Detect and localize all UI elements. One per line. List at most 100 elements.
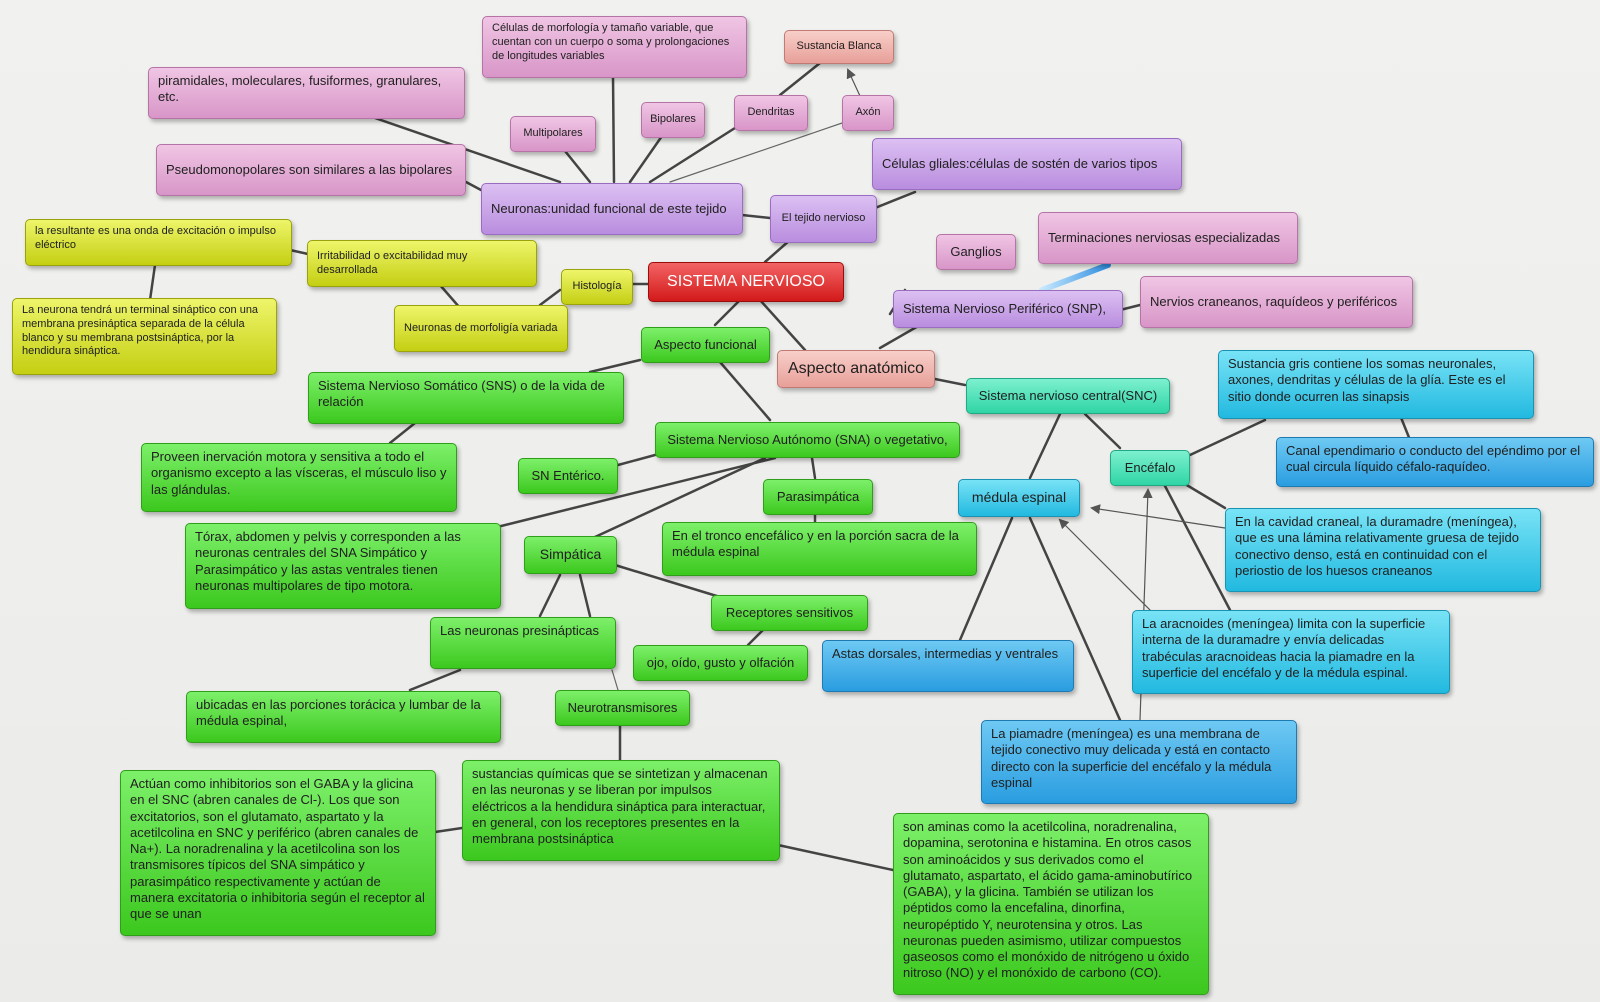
node-tronco-encefalico[interactable]: En el tronco encefálico y en la porción …	[662, 522, 977, 576]
link-simpatica-presinapticas1	[538, 573, 562, 618]
node-sustancias-quimicas[interactable]: sustancias químicas que se sintetizan y …	[462, 760, 780, 861]
node-text: médula espinal	[971, 489, 1067, 506]
node-text: Sistema Nervioso Somático (SNS) o de la …	[318, 378, 605, 410]
node-axon[interactable]: Axón	[842, 95, 894, 131]
node-inhibitorios[interactable]: Actúan como inhibitorios son el GABA y l…	[120, 770, 436, 936]
node-ganglios[interactable]: Ganglios	[936, 234, 1016, 270]
link-encefalo-gris	[1188, 418, 1267, 457]
node-celulas-gliales[interactable]: Células gliales:células de sostén de var…	[872, 138, 1182, 190]
node-text: Neuronas de morfoligía variada	[404, 321, 558, 334]
node-dendritas[interactable]: Dendritas	[734, 95, 808, 131]
link-neuronas-dendritas	[648, 126, 737, 184]
arrow-aracnoides-medula	[1058, 518, 1161, 621]
node-neurotransmisores[interactable]: Neurotransmisores	[555, 690, 690, 726]
node-parasimpatica[interactable]: Parasimpática	[763, 479, 873, 515]
node-text: son aminas como la acetilcolina, noradre…	[903, 819, 1193, 981]
node-aspecto-funcional[interactable]: Aspecto funcional	[641, 327, 770, 363]
link-tejido-gliales	[868, 190, 917, 212]
node-canal-ependimario[interactable]: Canal ependimario o conducto del epéndim…	[1276, 437, 1594, 487]
node-aspecto-anatomico[interactable]: Aspecto anatómico	[777, 350, 935, 388]
node-piramidales[interactable]: piramidales, moleculares, fusiformes, gr…	[148, 67, 465, 119]
link-simpatica-presinapticas2	[578, 573, 592, 618]
node-sustancia-blanca[interactable]: Sustancia Blanca	[784, 30, 894, 64]
node-sustancia-gris[interactable]: Sustancia gris contiene los somas neuron…	[1218, 350, 1534, 419]
node-text: Receptores sensitivos	[725, 604, 854, 620]
central-title-text: SISTEMA NERVIOSO	[667, 273, 825, 290]
node-bipolares[interactable]: Bipolares	[641, 102, 705, 138]
node-aminas[interactable]: son aminas como la acetilcolina, noradre…	[893, 813, 1209, 995]
node-sna[interactable]: Sistema Nervioso Autónomo (SNA) o vegeta…	[655, 422, 960, 458]
link-central-anatomico	[758, 298, 807, 352]
node-snc[interactable]: Sistema nervioso central(SNC)	[966, 378, 1170, 414]
node-text: La neurona tendrá un terminal sináptico …	[22, 304, 259, 358]
node-receptores[interactable]: Receptores sensitivos	[711, 595, 868, 631]
link-simpatica-receptores	[613, 563, 722, 599]
node-astas[interactable]: Astas dorsales, intermedias y ventrales	[822, 640, 1074, 692]
node-presinapticas[interactable]: Las neuronas presinápticas	[430, 617, 616, 669]
node-sns[interactable]: Sistema Nervioso Somático (SNS) o de la …	[308, 372, 624, 424]
node-morfologia-variada[interactable]: Neuronas de morfoligía variada	[394, 305, 568, 352]
node-text: Aspecto funcional	[654, 336, 757, 352]
node-aracnoides[interactable]: La aracnoides (meníngea) limita con la s…	[1132, 610, 1450, 694]
link-medula-astas	[958, 516, 1014, 642]
node-torax[interactable]: Tórax, abdomen y pelvis y corresponden a…	[185, 523, 501, 609]
link-gris-canal	[1398, 413, 1412, 442]
link-anatomico-snp	[878, 323, 922, 350]
node-text: Ganglios	[950, 243, 1002, 259]
node-text: Células de morfología y tamaño variable,…	[492, 22, 730, 62]
node-text: Canal ependimario o conducto del epéndim…	[1286, 443, 1581, 475]
node-encefalo[interactable]: Encéfalo	[1110, 450, 1190, 486]
node-snp[interactable]: Sistema Nervioso Periférico (SNP),	[893, 290, 1123, 328]
link-sna-enterico	[616, 453, 657, 467]
link-sna-parasimpatica	[810, 456, 817, 480]
node-celulas-morfologia[interactable]: Células de morfología y tamaño variable,…	[482, 16, 747, 78]
link-neuronas-multipolares	[563, 149, 592, 184]
node-text: ubicadas en las porciones torácica y lum…	[196, 697, 481, 729]
link-funcional-sna	[718, 360, 772, 422]
link-funcional-sns	[588, 358, 642, 374]
node-text: La piamadre (meníngea) es una membrana d…	[991, 726, 1272, 790]
link-sna-simpatica	[593, 456, 767, 539]
node-onda-excitacion[interactable]: la resultante es una onda de excitación …	[25, 219, 292, 266]
node-central-title[interactable]: SISTEMA NERVIOSO	[648, 262, 844, 302]
link-encefalo-aracnoides	[1163, 484, 1232, 612]
node-text: Actúan como inhibitorios son el GABA y l…	[130, 776, 425, 921]
node-piamadre[interactable]: La piamadre (meníngea) es una membrana d…	[981, 720, 1297, 804]
link-presinapticas-ubicadas	[408, 668, 462, 692]
node-text: Astas dorsales, intermedias y ventrales	[832, 646, 1059, 661]
node-text: Axón	[855, 106, 881, 119]
node-tejido-nervioso[interactable]: El tejido nervioso	[770, 195, 877, 243]
node-multipolares[interactable]: Multipolares	[510, 116, 596, 152]
link-sustancias-inhibitorios	[433, 826, 464, 834]
node-irritabilidad[interactable]: Irritabilidad o excitabilidad muy desarr…	[307, 240, 537, 287]
node-sn-enterico[interactable]: SN Entérico.	[518, 458, 618, 494]
node-histologia[interactable]: Histología	[561, 269, 633, 305]
link-neuronas-pseudo	[464, 180, 483, 192]
node-inervacion[interactable]: Proveen inervación motora y sensitiva a …	[141, 443, 457, 512]
node-text: Las neuronas presinápticas	[440, 623, 599, 638]
node-medula-espinal[interactable]: médula espinal	[958, 479, 1080, 517]
highlight-stroke	[1039, 262, 1111, 293]
link-neuronas-piramidales	[373, 116, 562, 184]
link-tejido-neuronas	[740, 213, 772, 220]
node-duramadre[interactable]: En la cavidad craneal, la duramadre (men…	[1225, 508, 1541, 592]
node-text: Neurotransmisores	[567, 699, 678, 715]
node-terminaciones[interactable]: Terminaciones nerviosas especializadas	[1038, 212, 1298, 264]
node-text: SN Entérico.	[531, 467, 605, 483]
node-text: Sustancia gris contiene los somas neuron…	[1228, 356, 1506, 404]
link-axon-sustancia	[846, 68, 861, 97]
node-text: Proveen inervación motora y sensitiva a …	[151, 449, 447, 497]
link-anatomico-snc	[928, 376, 967, 387]
node-ubicadas[interactable]: ubicadas en las porciones torácica y lum…	[186, 691, 501, 743]
link-histologia-irritabilidad	[538, 288, 562, 307]
node-nervios-craneanos[interactable]: Nervios craneanos, raquídeos y periféric…	[1140, 276, 1413, 328]
node-neuronas-unidad[interactable]: Neuronas:unidad funcional de este tejido	[481, 183, 743, 235]
node-simpatica[interactable]: Simpática	[524, 536, 617, 574]
node-pseudomonopolares[interactable]: Pseudomonopolares son similares a las bi…	[156, 144, 466, 196]
node-text: En el tronco encefálico y en la porción …	[672, 528, 959, 560]
node-ojo-oido[interactable]: ojo, oído, gusto y olfación	[633, 645, 808, 681]
node-terminal-sinaptico[interactable]: La neurona tendrá un terminal sináptico …	[12, 298, 277, 375]
node-text: Sistema Nervioso Autónomo (SNA) o vegeta…	[667, 431, 948, 447]
link-sns-inervacion	[388, 421, 417, 445]
